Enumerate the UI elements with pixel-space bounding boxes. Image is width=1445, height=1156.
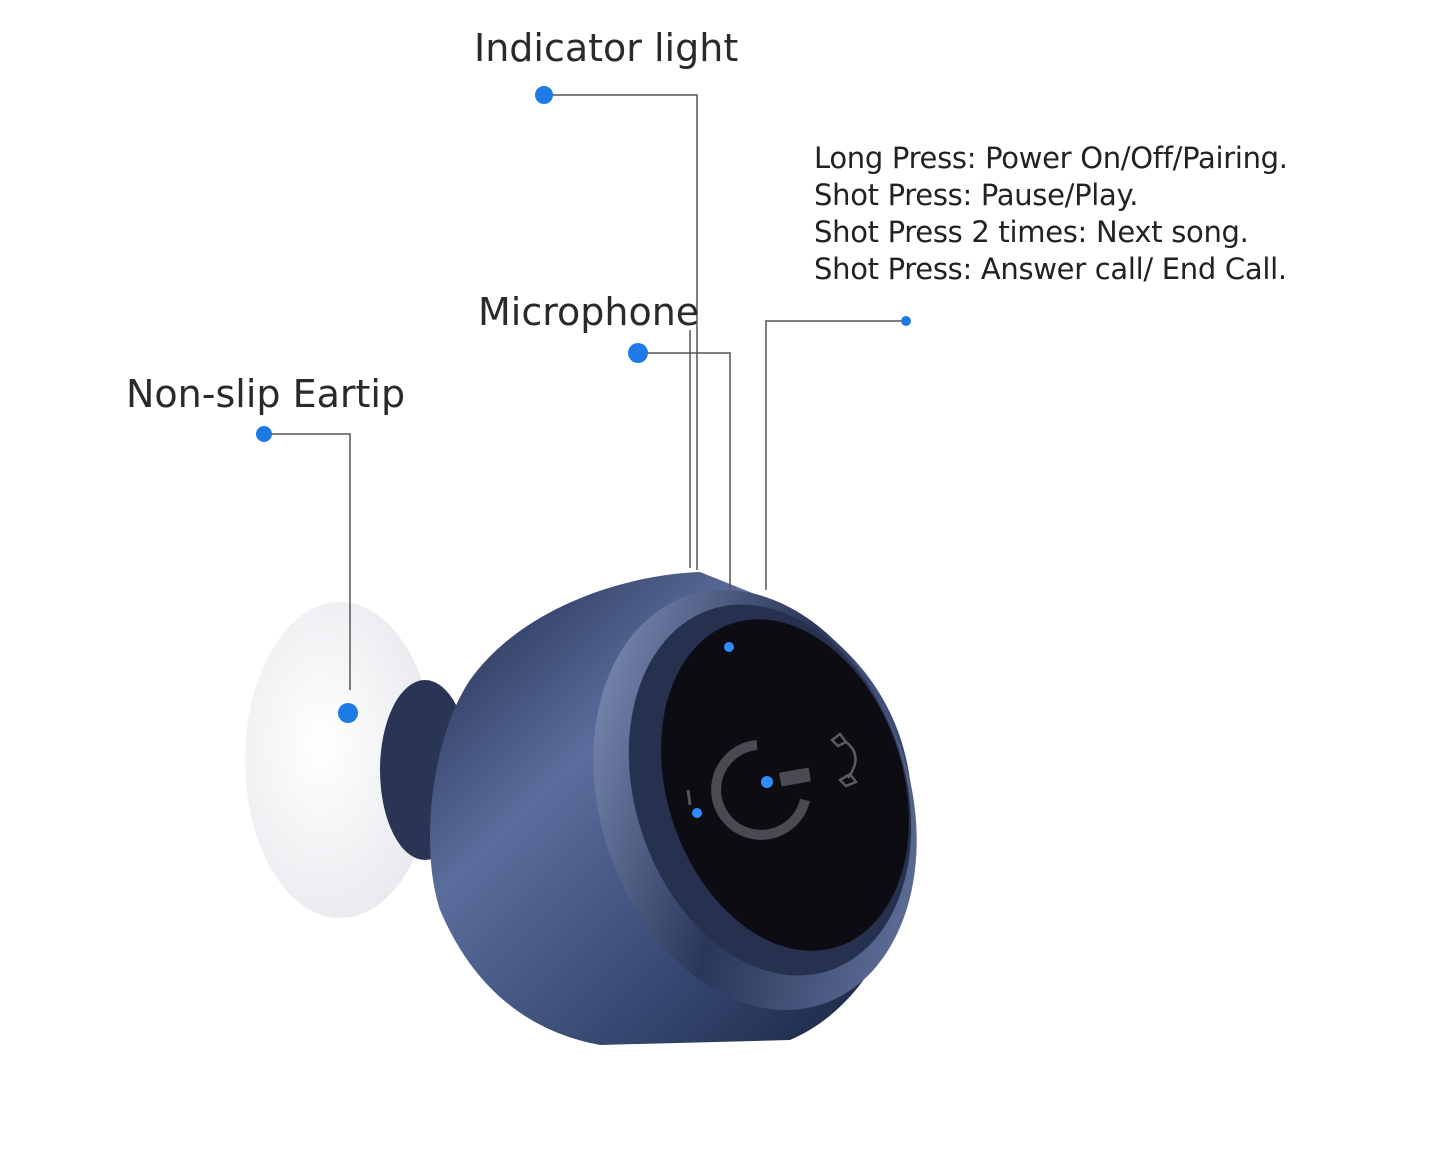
microphone-label: Microphone [478,290,700,334]
instruction-line: Shot Press: Answer call/ End Call. [814,252,1287,286]
button-instructions: Long Press: Power On/Off/Pairing. Shot P… [814,140,1288,288]
eartip-callout-dot [256,426,272,442]
eartip-point-dot [338,703,358,723]
eartip-label: Non-slip Eartip [126,372,406,416]
button-callout-dot [901,316,911,326]
instruction-line: Shot Press 2 times: Next song. [814,215,1249,249]
indicator-light-label: Indicator light [474,26,739,70]
indicator-callout-dot [535,86,553,104]
indicator-led [724,642,734,652]
mic-slot [686,789,692,806]
eartip [245,602,435,918]
phone-icon [830,732,858,788]
instruction-line: Long Press: Power On/Off/Pairing. [814,141,1288,175]
microphone-callout-dot [628,343,648,363]
power-icon [711,740,810,840]
leader-lines [264,94,906,690]
mic-led [692,808,702,818]
instruction-line: Shot Press: Pause/Play. [814,178,1139,212]
button-led [761,776,773,788]
